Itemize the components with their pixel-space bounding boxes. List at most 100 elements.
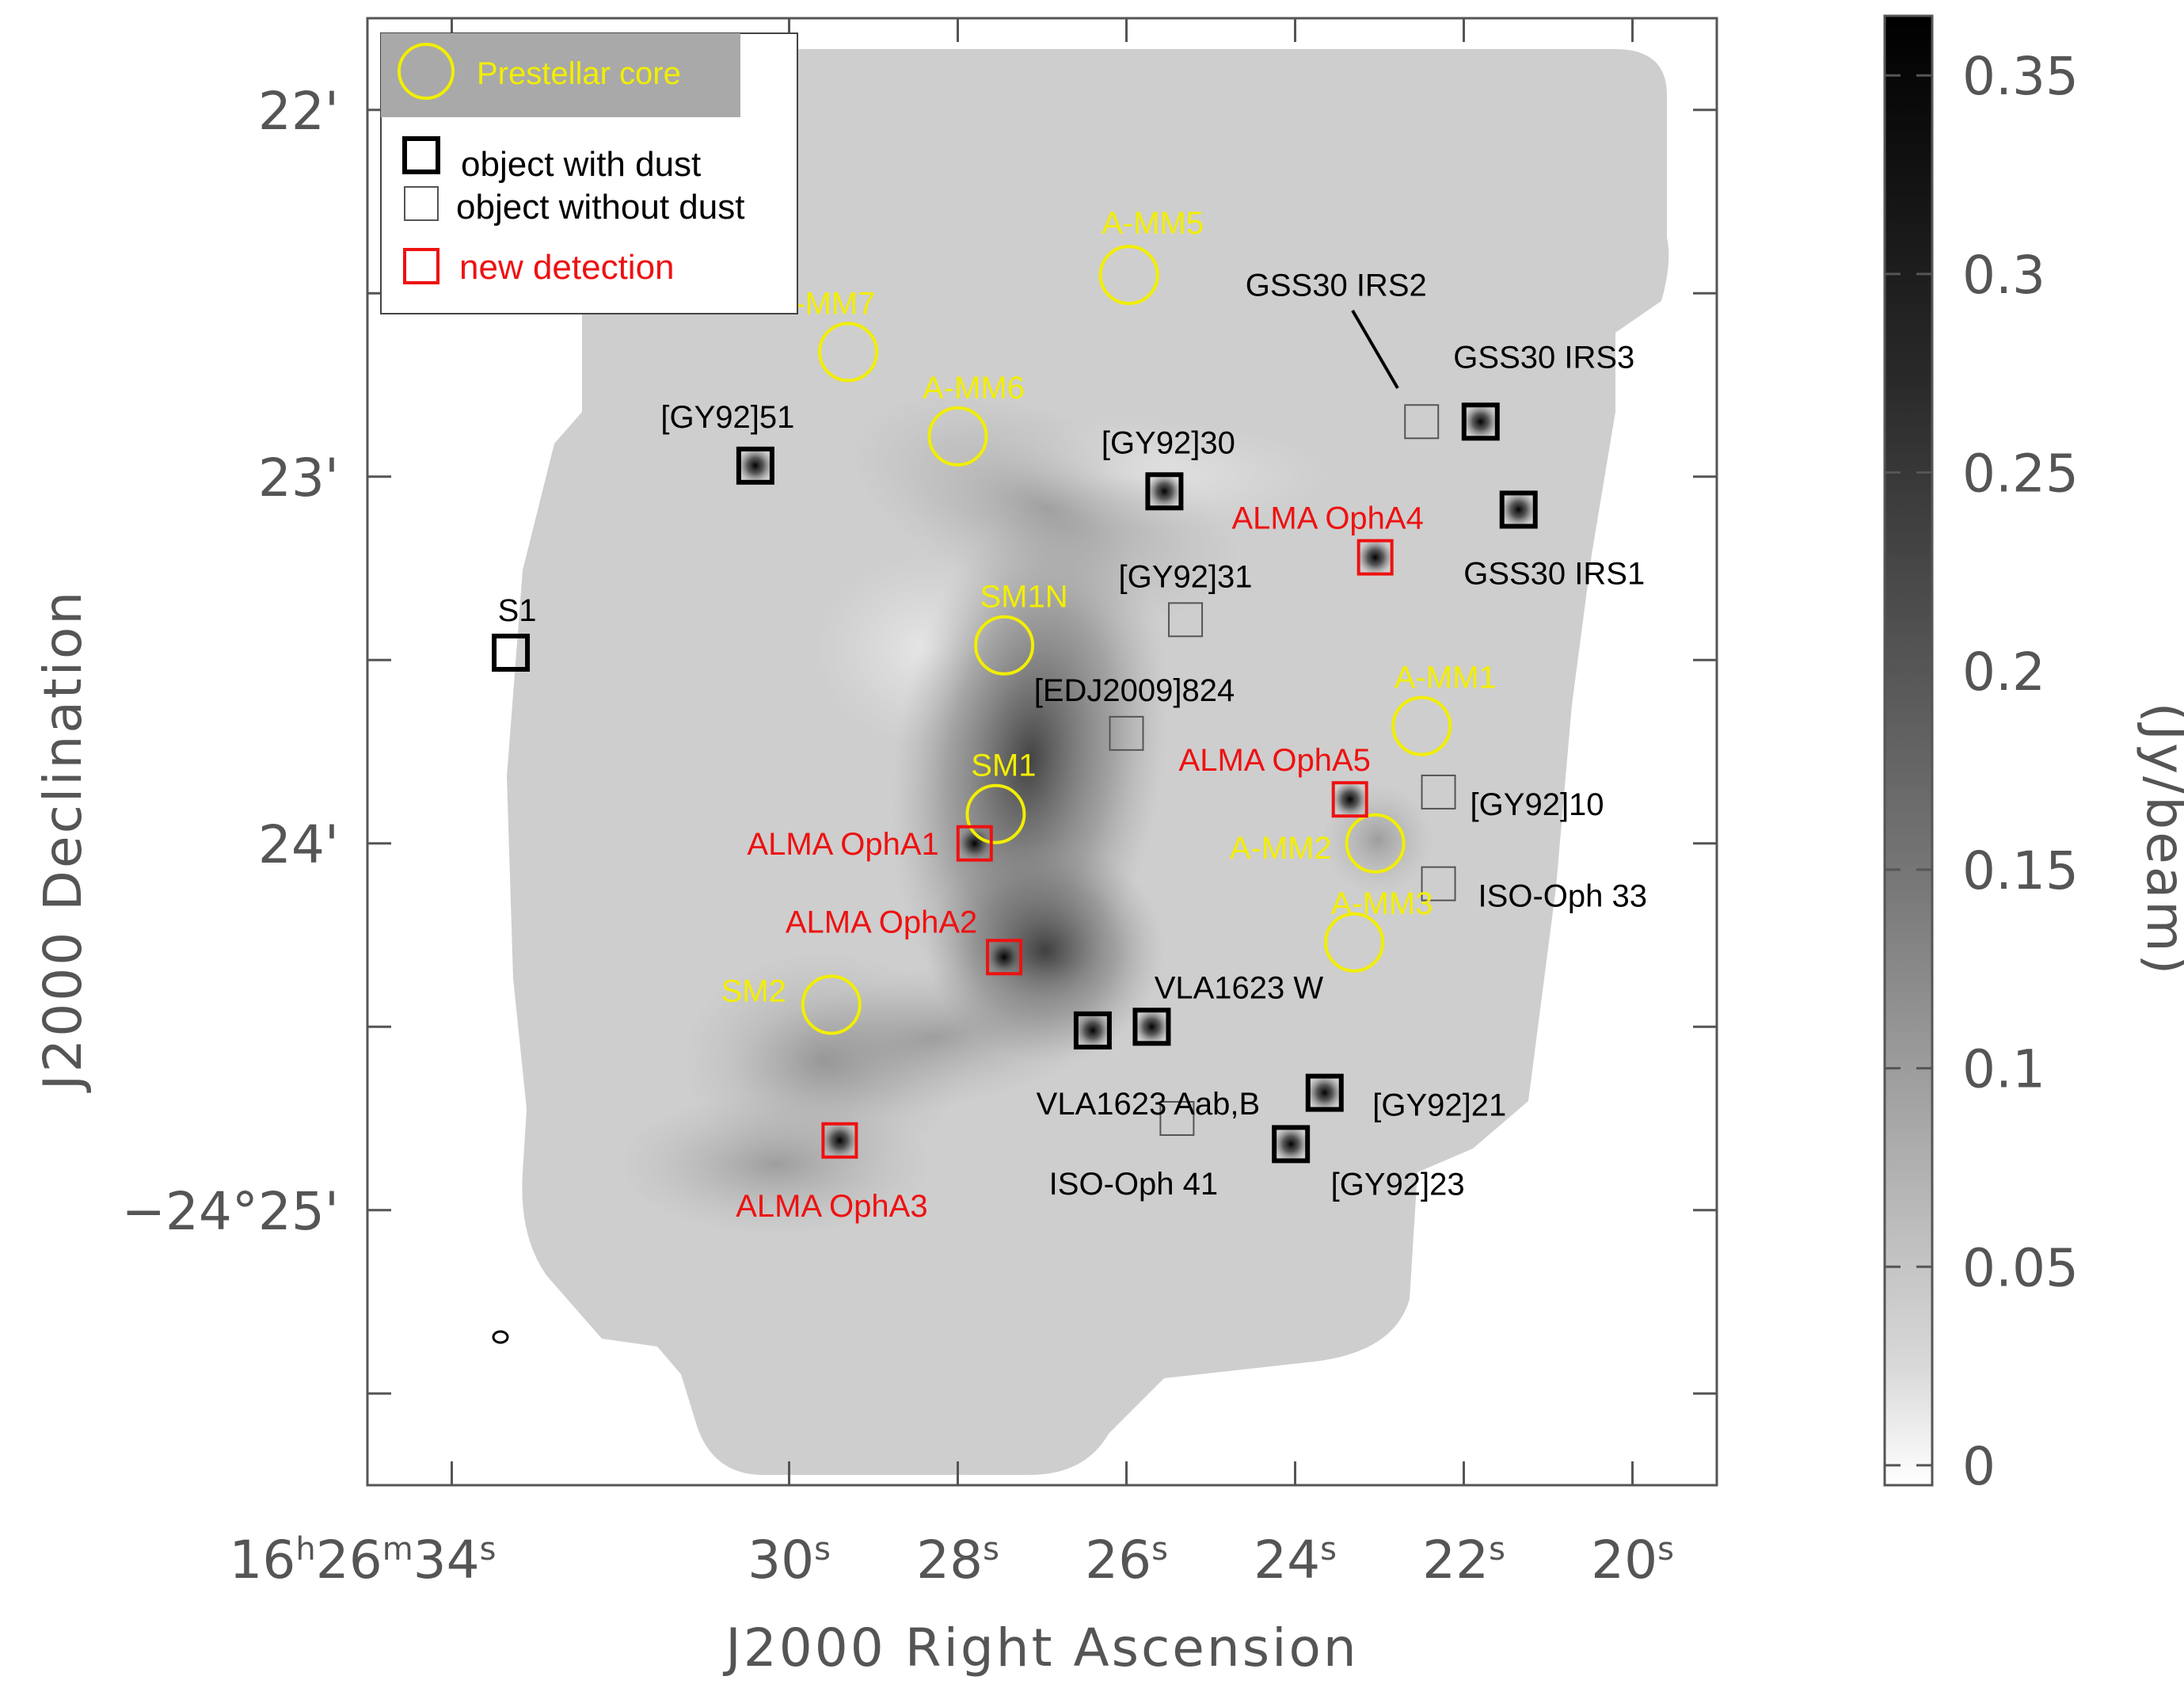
prestellar-label-a-mm6: A-MM6 — [923, 371, 1025, 406]
prestellar-core-a-mm1 — [1391, 695, 1452, 756]
object-without-dust-iso-oph-33 — [1421, 866, 1456, 901]
legend-prestellar-label: Prestellar core — [477, 56, 681, 91]
new-detection-alma-opha5 — [1331, 781, 1368, 818]
object-without-dust-gy92-31 — [1168, 602, 1204, 638]
colorbar-tick-label: 0.05 — [1962, 1237, 2079, 1298]
new-detection-label-alma-opha2: ALMA OphA2 — [786, 905, 977, 939]
markers — [492, 245, 1538, 1164]
colorbar: 0 0.05 0.1 0.15 0.2 0.25 0.3 0.35 (Jy/beam) — [1883, 14, 2184, 1497]
prestellar-label-sm2: SM2 — [721, 973, 786, 1008]
y-tick-label: 22' — [258, 81, 339, 142]
object-with-dust-gss30-irs3 — [1461, 402, 1500, 441]
new-detection-alma-opha3 — [821, 1122, 858, 1159]
object-without-dust-iso-oph-41 — [1159, 1101, 1195, 1136]
object-label-gss30-irs1: GSS30 IRS1 — [1463, 556, 1645, 591]
prestellar-label-sm1n: SM1N — [980, 580, 1068, 615]
colorbar-tick-label: 0.1 — [1962, 1039, 2045, 1100]
object-label-vla1623-aab-b: VLA1623 Aab,B — [1037, 1087, 1260, 1122]
colorbar-gradient — [1883, 14, 1934, 1487]
legend-dust-icon — [402, 136, 440, 174]
x-tick-label: 30s — [748, 1530, 831, 1591]
object-label-iso-oph-41: ISO-Oph 41 — [1049, 1167, 1218, 1202]
new-detection-alma-opha1 — [956, 825, 993, 862]
new-detection-label-alma-opha1: ALMA OphA1 — [747, 827, 938, 862]
prestellar-core-a-mm7 — [818, 322, 879, 383]
object-label-s1: S1 — [498, 593, 537, 628]
object-label-gy92-31: [GY92]31 — [1119, 559, 1253, 594]
x-tick-label: 20s — [1591, 1530, 1674, 1591]
x-tick-label: 26s — [1085, 1530, 1168, 1591]
source-blob-alma-opha5 — [1332, 782, 1368, 817]
object-label-gss30-irs3: GSS30 IRS3 — [1453, 340, 1634, 375]
map-ridge-top — [849, 393, 1242, 621]
object-label-gy92-51: [GY92]51 — [660, 400, 794, 435]
y-tick-label: 24' — [258, 814, 339, 875]
prestellar-label-a-mm5: A-MM5 — [1102, 206, 1204, 241]
y-tick-label: −24°25' — [122, 1181, 339, 1242]
object-with-dust-gss30-irs1 — [1499, 490, 1538, 529]
source-blob-gy92-51 — [737, 448, 773, 483]
y-tick-label: 23' — [258, 448, 339, 509]
x-tick-label: 24s — [1254, 1530, 1337, 1591]
prestellar-core-sm1 — [965, 783, 1026, 844]
new-detection-label-alma-opha4: ALMA OphA4 — [1231, 501, 1423, 536]
compact-sources — [737, 404, 1536, 1162]
object-label-gss30-irs2: GSS30 IRS2 — [1246, 268, 1427, 303]
object-with-dust-vla1623-aab-b — [1073, 1011, 1112, 1050]
object-with-dust-s1 — [492, 633, 531, 672]
legend-dust-label: object with dust — [461, 145, 701, 184]
prestellar-core-a-mm5 — [1098, 245, 1159, 306]
y-axis-ticks: 22' 23' 24' −24°25' — [122, 81, 1717, 1395]
beam-ellipse — [492, 1330, 509, 1344]
new-detection-alma-opha4 — [1356, 539, 1394, 576]
object-label-gy92-21: [GY92]21 — [1372, 1088, 1506, 1123]
legend: Prestellar core object with dust object … — [380, 32, 798, 314]
object-with-dust-gy92-21 — [1305, 1073, 1344, 1112]
source-blob-gss30-irs1 — [1501, 492, 1536, 528]
x-tick-label: 22s — [1422, 1530, 1505, 1591]
object-without-dust-gss30-irs2 — [1404, 404, 1440, 440]
legend-nodust-label: object without dust — [456, 188, 744, 227]
source-blob-alma-opha2 — [987, 939, 1022, 975]
new-detection-label-alma-opha3: ALMA OphA3 — [736, 1189, 927, 1224]
colorbar-tick-label: 0.2 — [1962, 642, 2045, 703]
prestellar-core-sm1n — [974, 615, 1035, 676]
prestellar-core-sm2 — [801, 974, 862, 1035]
prestellar-label-a-mm1: A-MM1 — [1394, 661, 1497, 695]
legend-prestellar-icon — [398, 43, 455, 100]
colorbar-ticks: 0 0.05 0.1 0.15 0.2 0.25 0.3 0.35 — [1885, 46, 2079, 1497]
prestellar-label-a-mm3: A-MM3 — [1331, 886, 1433, 921]
prestellar-label-sm1: SM1 — [971, 749, 1036, 783]
colorbar-label: (Jy/beam) — [2135, 703, 2184, 977]
source-blob-vla1623-w — [1134, 1009, 1170, 1045]
object-label-vla1623-w: VLA1623 W — [1155, 970, 1324, 1005]
source-blob-gy92-30 — [1147, 474, 1182, 509]
object-label-gy92-30: [GY92]30 — [1102, 425, 1235, 460]
new-detection-label-alma-opha5: ALMA OphA5 — [1179, 743, 1371, 778]
colorbar-tick-label: 0.15 — [1962, 840, 2079, 901]
source-blob-alma-opha4 — [1357, 539, 1393, 575]
colorbar-tick-label: 0 — [1962, 1436, 1996, 1497]
pointer-line-gss30-irs2 — [1351, 309, 1399, 390]
y-axis-label: J2000 Declination — [32, 589, 93, 1094]
object-without-dust-edj2009-824 — [1109, 715, 1144, 751]
colorbar-tick-label: 0.35 — [1962, 46, 2079, 107]
object-without-dust-gy92-10 — [1421, 774, 1456, 810]
object-with-dust-gy92-30 — [1145, 472, 1184, 511]
prestellar-core-a-mm3 — [1324, 912, 1385, 973]
source-blob-alma-opha1 — [957, 825, 992, 861]
legend-new-label: new detection — [459, 248, 675, 287]
source-blob-gy92-23 — [1273, 1126, 1309, 1162]
new-detection-alma-opha2 — [986, 939, 1023, 976]
marker-labels: A-MM7A-MM5A-MM6SM1NSM1A-MM1A-MM2A-MM3SM2… — [498, 206, 1647, 1224]
x-tick-label: 16h26m34s — [229, 1530, 496, 1591]
object-with-dust-gy92-23 — [1272, 1125, 1311, 1164]
object-with-dust-vla1623-w — [1132, 1008, 1171, 1046]
source-blob-alma-opha3 — [822, 1122, 858, 1158]
object-label-edj2009-824: [EDJ2009]824 — [1034, 673, 1235, 708]
prestellar-core-a-mm6 — [927, 406, 988, 467]
object-with-dust-gy92-51 — [736, 446, 774, 485]
colorbar-tick-label: 0.3 — [1962, 245, 2045, 306]
colorbar-tick-label: 0.25 — [1962, 444, 2079, 505]
